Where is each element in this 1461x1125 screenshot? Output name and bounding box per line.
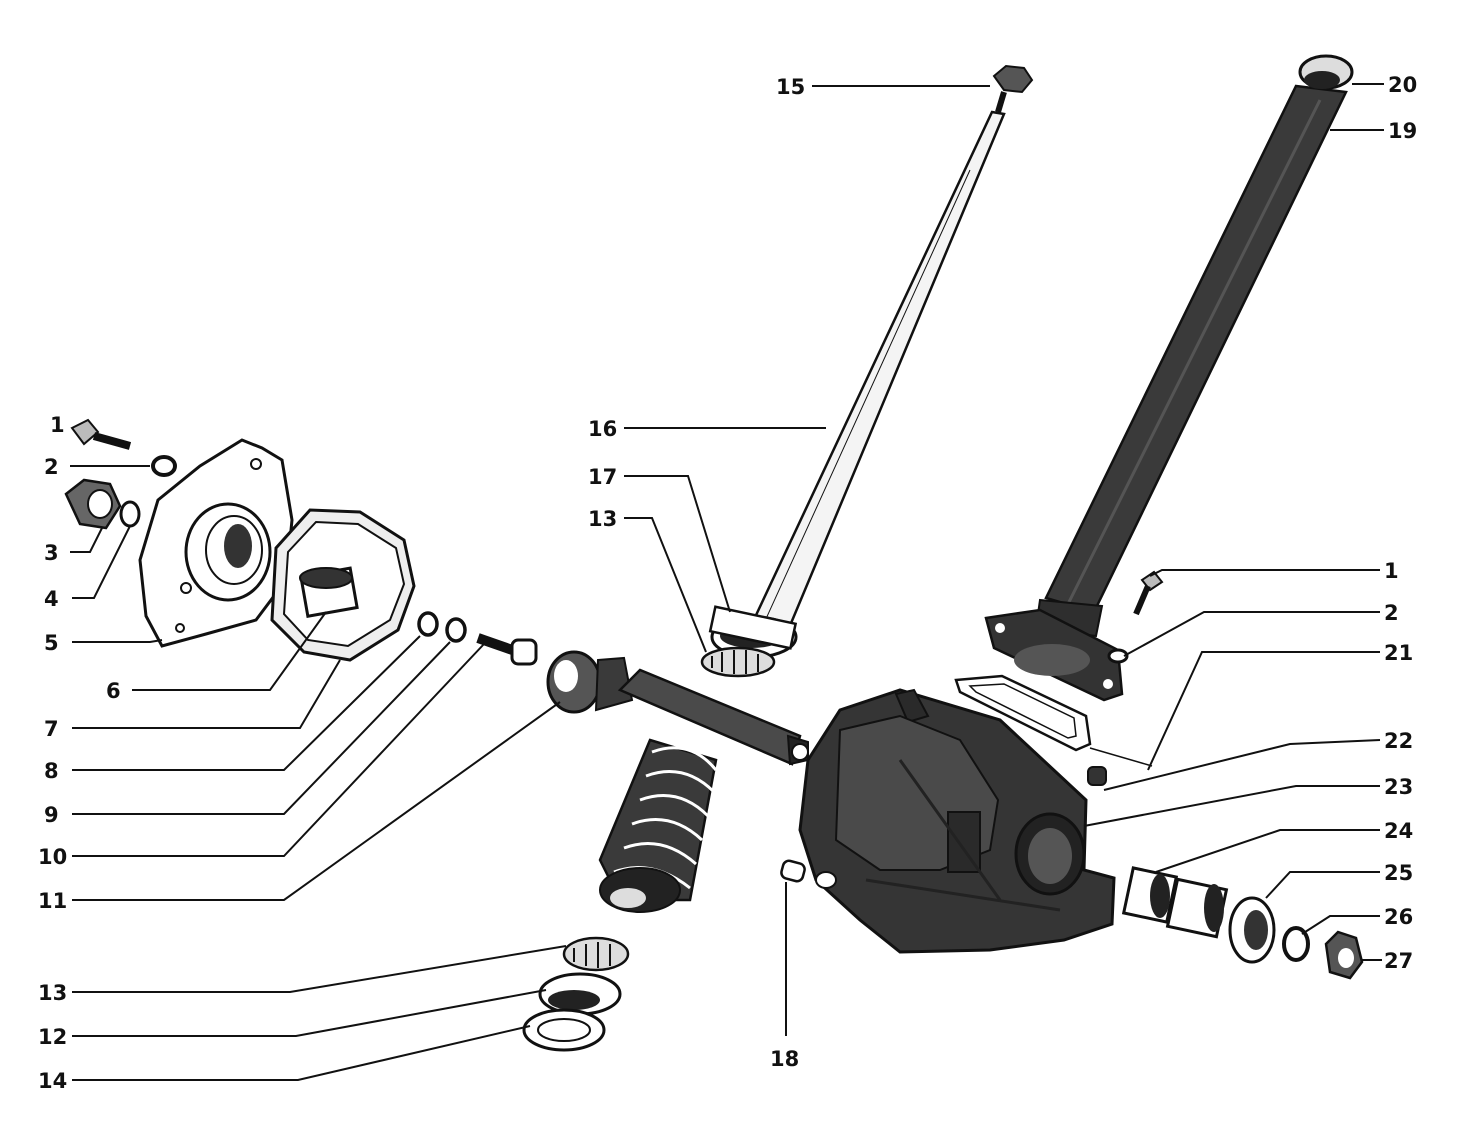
callout-26: 26 xyxy=(1384,905,1413,929)
part-12-bearing-cup xyxy=(538,972,622,1016)
callout-18: 18 xyxy=(770,1047,799,1071)
part-19-outer-tube xyxy=(1044,84,1348,614)
callout-10: 10 xyxy=(38,845,67,869)
part-16-column-shaft xyxy=(748,110,1006,642)
callout-23: 23 xyxy=(1384,775,1413,799)
callout-22: 22 xyxy=(1384,729,1413,753)
part-11-worm-shaft xyxy=(546,650,809,766)
callout-12: 12 xyxy=(38,1025,67,1049)
callout-15: 15 xyxy=(776,75,805,99)
callout-16: 16 xyxy=(588,417,617,441)
part-24-bushes xyxy=(1121,866,1229,939)
callout-9: 9 xyxy=(44,803,59,827)
callout-1-left: 1 xyxy=(50,413,65,437)
part-8-washer xyxy=(417,611,439,637)
callout-21: 21 xyxy=(1384,641,1413,665)
callout-2-right: 2 xyxy=(1384,601,1399,625)
part-14-seal xyxy=(522,1008,606,1052)
callout-13-lower: 13 xyxy=(38,981,67,1005)
callout-20: 20 xyxy=(1388,73,1417,97)
part-20-bush xyxy=(1298,54,1354,90)
callout-11: 11 xyxy=(38,889,67,913)
callout-8: 8 xyxy=(44,759,59,783)
part-3-nut xyxy=(64,478,122,530)
part-10-bolt xyxy=(476,633,538,666)
leader-lines xyxy=(70,83,1384,1081)
part-23-housing xyxy=(798,688,1116,954)
callout-13-upper: 13 xyxy=(588,507,617,531)
callout-24: 24 xyxy=(1384,819,1413,843)
part-25-seal xyxy=(1228,896,1276,964)
part-6-bush xyxy=(299,566,359,618)
tube-flange xyxy=(984,598,1124,702)
part-26-washer xyxy=(1282,926,1310,962)
callout-3: 3 xyxy=(44,541,59,565)
part-27-nut xyxy=(1324,930,1364,980)
callout-14: 14 xyxy=(38,1069,67,1093)
callout-17: 17 xyxy=(588,465,617,489)
callout-labels: 1 2 3 4 5 6 7 8 9 10 11 13 12 14 15 16 1… xyxy=(38,73,1417,1093)
callout-4: 4 xyxy=(44,587,59,611)
part-13-roller-cage-lower xyxy=(562,936,630,972)
callout-5: 5 xyxy=(44,631,59,655)
part-4-washer xyxy=(119,500,141,528)
callout-1-right: 1 xyxy=(1384,559,1399,583)
part-1-bolt-left xyxy=(70,418,132,450)
part-2-washer-left xyxy=(151,455,177,477)
callout-27: 27 xyxy=(1384,949,1413,973)
callout-7: 7 xyxy=(44,717,59,741)
part-5-end-plate xyxy=(138,438,294,648)
part-1-bolt-right xyxy=(1133,570,1164,616)
part-18-dowel xyxy=(780,859,806,883)
part-13-roller-cage-upper xyxy=(700,646,776,678)
part-2-washer-right xyxy=(1107,648,1129,664)
callout-6: 6 xyxy=(106,679,121,703)
part-22-plug xyxy=(1087,766,1107,786)
part-21-gasket xyxy=(954,674,1092,752)
part-15-nut xyxy=(992,64,1034,113)
part-9-washer xyxy=(445,617,467,643)
worm-gear xyxy=(598,738,718,913)
callout-25: 25 xyxy=(1384,861,1413,885)
callout-19: 19 xyxy=(1388,119,1417,143)
callout-2-left: 2 xyxy=(44,455,59,479)
